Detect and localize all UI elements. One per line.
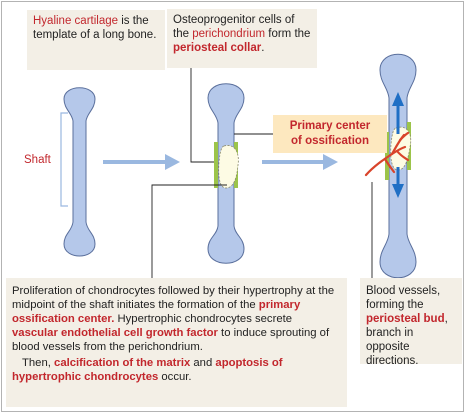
ossification-center-2 [218,145,239,189]
osteo-text-2: form the [265,28,311,40]
periosteal-collar-left [214,142,218,188]
primary-center-label: Primary center of ossification [273,115,387,153]
prolif-text-5: and [190,357,216,369]
growth-arrow-down-head [392,184,404,198]
prolif-text-4: Then, [22,357,55,369]
hyaline-text: is the template of a long bone. [33,15,157,41]
primary-center-line-1: Primary center [289,120,371,132]
prolif-text-3: to induce sprouting of blood vessels fro… [12,327,330,353]
osteoprogenitor-label: Osteoprogenitor cells of the perichondri… [167,9,317,68]
blood-vessels-label: Blood vessels, forming the periosteal bu… [360,278,462,367]
prolif-text-2: Hypertrophic chondrocytes secrete [114,313,293,325]
vessels-text-1: Blood vessels, forming the [366,285,441,311]
hyaline-cartilage-label: Hyaline cartilage is the template of a l… [27,10,165,70]
prolif-text-1: Proliferation of chondrocytes followed b… [12,285,335,311]
blood-vessels [364,131,410,177]
vessels-text-2: , branch in opposite directions. [366,313,448,367]
perichondrium-highlight: perichondrium [192,28,266,40]
calcification-paragraph: Then, calcification of the matrix and ap… [12,356,341,384]
proliferation-paragraph: Proliferation of chondrocytes followed b… [12,284,341,354]
prolif-text-6: occur. [158,371,192,383]
leader-proliferation [151,184,227,278]
shaft-bracket [60,112,68,207]
apoptosis-highlight: apoptosis of hypertrophic chondrocytes [12,357,283,383]
calcification-highlight: calcification of the matrix [54,357,191,369]
hyaline-highlight: Hyaline cartilage [33,15,119,27]
periosteal-bud-highlight: periosteal bud [366,313,445,325]
flow-arrow-2-head [323,154,338,170]
periosteal-collar-highlight: periosteal collar [173,42,262,54]
growth-arrow-up-head [392,92,404,106]
flow-arrow-1-head [165,154,180,170]
primary-ossification-highlight: primary ossification center. [12,299,301,325]
cartilage-bone-1 [63,87,96,257]
osteo-text-3: . [261,42,265,54]
proliferation-description: Proliferation of chondrocytes followed b… [6,278,347,407]
leader-collar [190,68,214,163]
osteo-text-1: Osteoprogenitor cells of the [173,14,295,40]
shaft-label: Shaft [24,154,51,166]
vegf-highlight: vascular endothelial cell growth factor [12,327,218,339]
primary-center-line-2: of ossification [291,135,369,147]
periosteal-collar-3-left [385,132,389,180]
